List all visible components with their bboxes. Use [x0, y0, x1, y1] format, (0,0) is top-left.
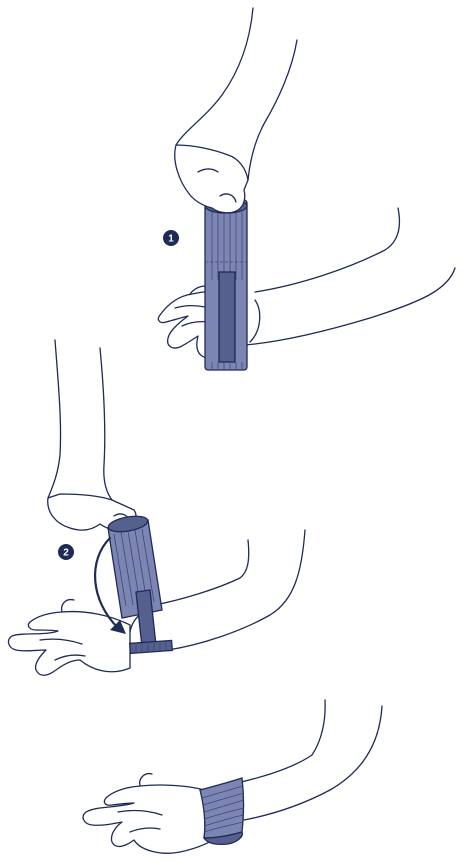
step2-band-sleeve — [108, 520, 162, 618]
step2-forearm-lower-outline — [168, 530, 305, 650]
step2-right-arm-left-outline — [48, 340, 61, 498]
step1-wrist-band — [205, 199, 247, 370]
step3-fitted-wrist-band — [200, 778, 244, 844]
step3-forearm-left-outline — [205, 700, 325, 790]
step3-forearm-right-outline — [244, 706, 382, 820]
step1-right-arm-right-outline — [248, 40, 297, 180]
step3-band-body — [200, 778, 244, 838]
step2-thumb-line — [62, 600, 74, 612]
step-2-panel: 2 — [9, 340, 305, 675]
step2-right-arm-right-outline — [100, 348, 112, 500]
step-2-badge: 2 — [58, 544, 74, 560]
step1-right-hand — [175, 145, 248, 213]
step1-right-arm-left-outline — [176, 8, 253, 145]
step1-wrist-crease — [250, 300, 260, 342]
step-3-panel — [83, 700, 382, 853]
step3-thumb-line — [140, 774, 152, 786]
step-2-number: 2 — [63, 548, 69, 559]
step1-forearm-lower-outline — [245, 268, 455, 345]
step-1-number: 1 — [168, 234, 174, 245]
step1-band-strap — [219, 272, 235, 362]
step-1-badge: 1 — [163, 230, 179, 246]
step1-forearm-upper-outline — [255, 208, 399, 292]
step-1-panel: 1 — [158, 8, 455, 370]
step2-forearm-upper-outline — [155, 540, 249, 605]
